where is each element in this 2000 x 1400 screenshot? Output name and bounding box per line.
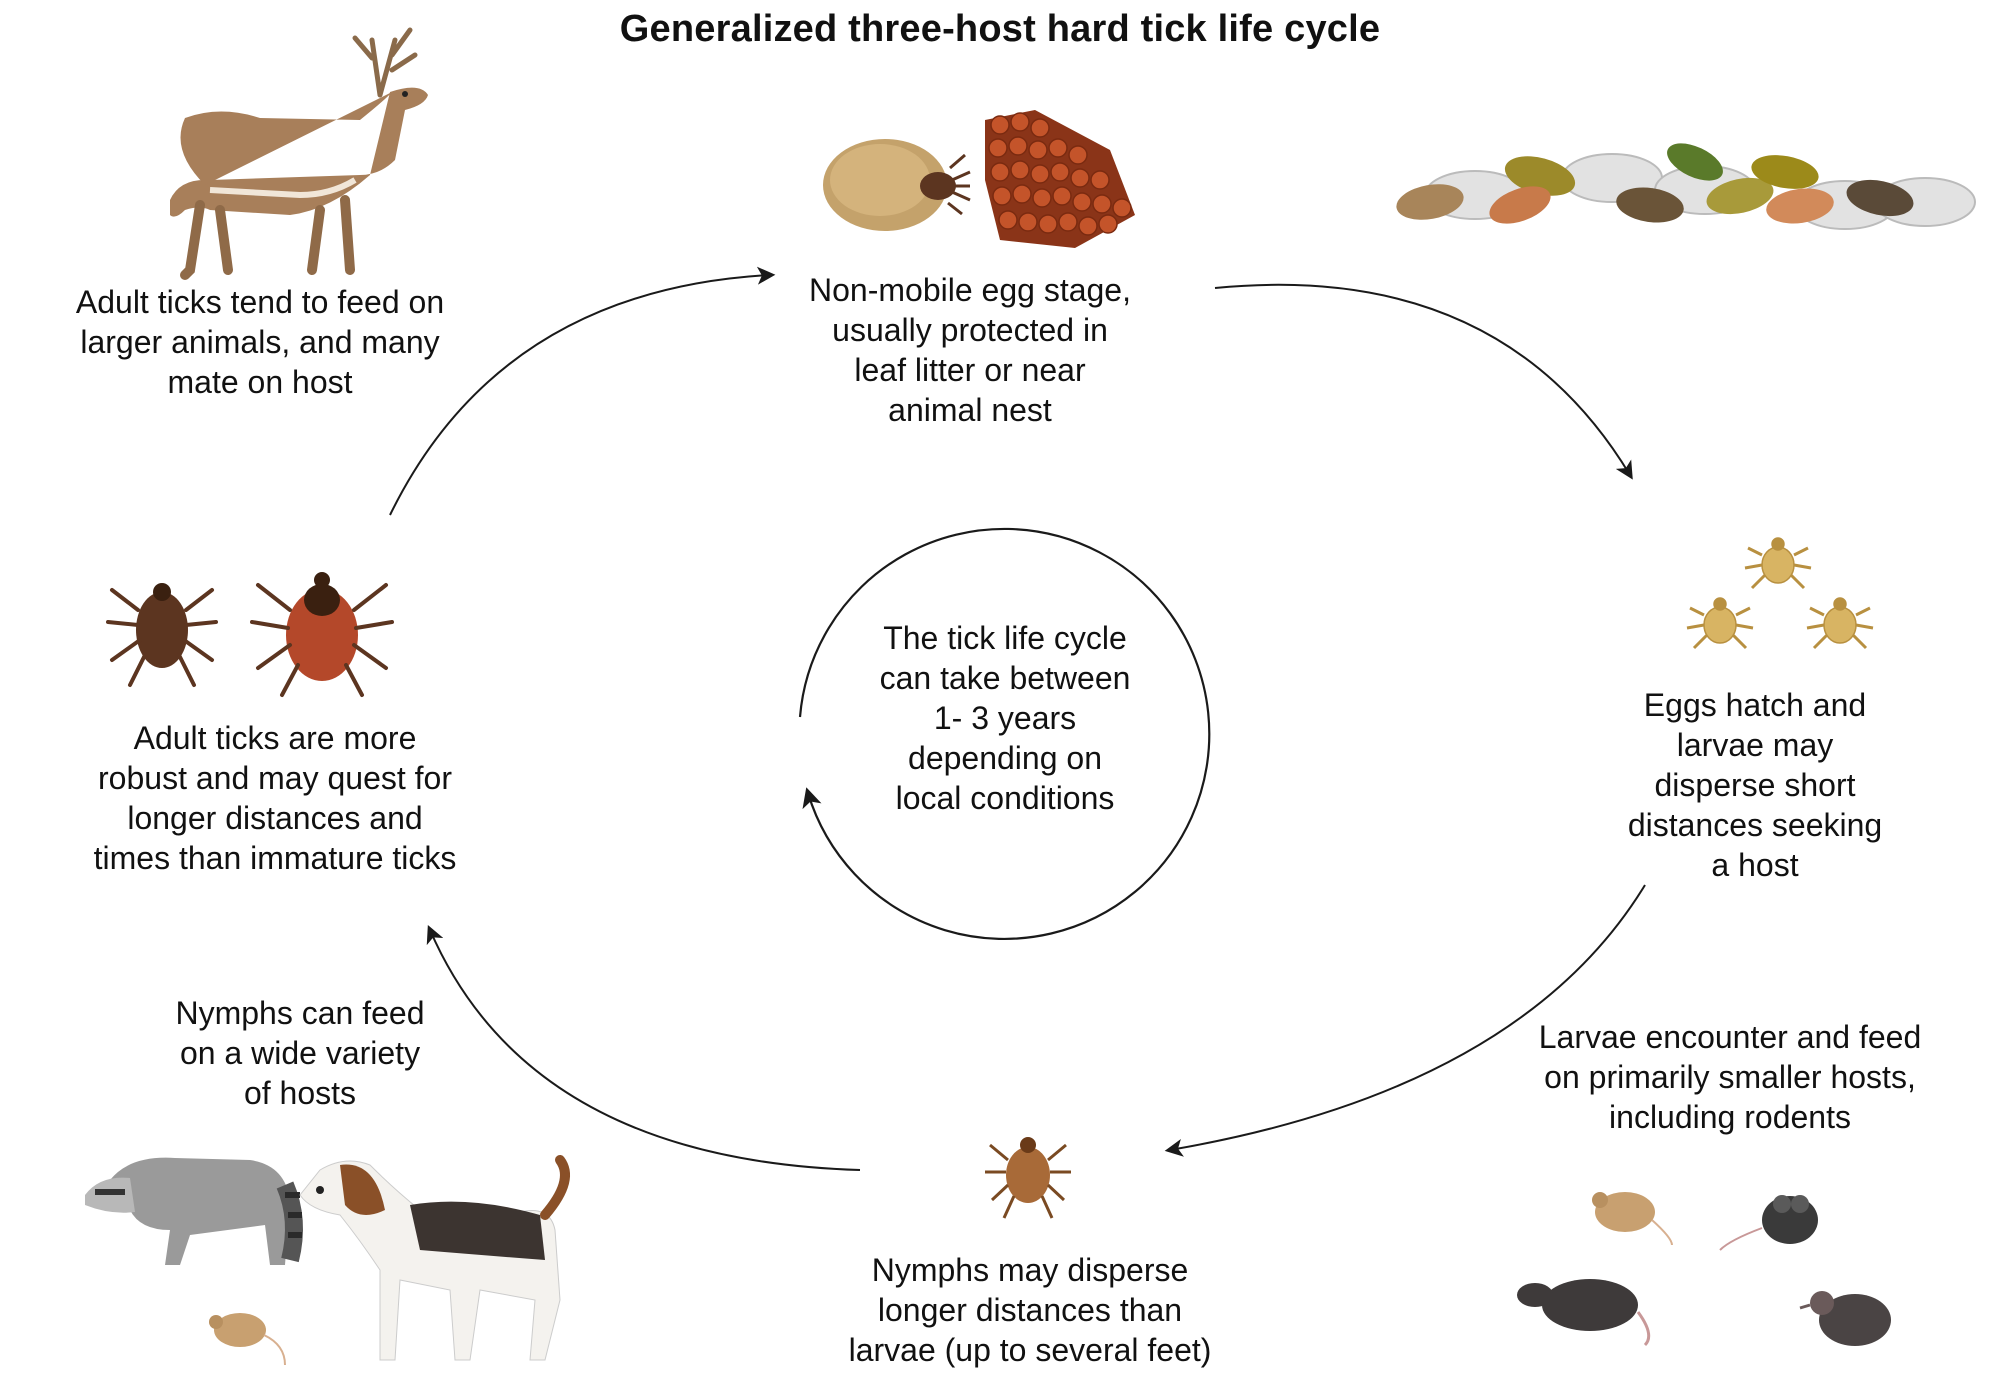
stage-adult-hosts-text: Adult ticks tend to feed on larger anima…: [55, 282, 465, 402]
adult-ticks-icon: [106, 572, 394, 697]
bird-icon: [1799, 1291, 1891, 1346]
adult-hosts-line-2: larger animals, and many: [80, 324, 440, 360]
nymph-icon: [985, 1137, 1071, 1219]
stage-nymph-hosts-text: Nymphs can feed on a wide variety of hos…: [145, 993, 455, 1113]
hatch-line-1: Eggs hatch and: [1643, 687, 1867, 723]
nymph-disperse-line-1: Nymphs may disperse: [871, 1252, 1189, 1288]
adult-hosts-line-3: mate on host: [167, 364, 353, 400]
engorged-tick-icon: [823, 139, 971, 231]
adult-quest-line-4: times than immature ticks: [93, 840, 457, 876]
adult-quest-line-3: longer distances and: [127, 800, 423, 836]
arrow-nymph-to-adult: [426, 925, 861, 1171]
center-line-4: depending on: [908, 740, 1102, 776]
nymph-hosts-line-3: of hosts: [243, 1075, 357, 1111]
adult-quest-line-2: robust and may quest for: [98, 760, 452, 796]
field-mouse-icon: [1592, 1192, 1673, 1246]
hatch-line-3: disperse short: [1654, 767, 1856, 803]
stage-hatch-text: Eggs hatch and larvae may disperse short…: [1590, 685, 1920, 885]
adult-hosts-line-1: Adult ticks tend to feed on: [75, 284, 445, 320]
center-cycle-text: The tick life cycle can take between 1- …: [845, 618, 1165, 818]
center-line-5: local conditions: [895, 780, 1115, 816]
mouse-icon: [209, 1313, 286, 1366]
stage-adult-quest-text: Adult ticks are more robust and may ques…: [65, 718, 485, 878]
center-line-2: can take between: [879, 660, 1131, 696]
hatch-line-5: a host: [1711, 847, 1799, 883]
egg-line-1: Non-mobile egg stage,: [809, 272, 1131, 308]
center-cycle-circle: [798, 527, 1211, 941]
beagle-icon: [299, 1155, 570, 1361]
adult-quest-line-1: Adult ticks are more: [133, 720, 417, 756]
leaf-litter-icon: [1396, 143, 1976, 230]
egg-line-4: animal nest: [888, 392, 1052, 428]
deer-icon: [170, 27, 428, 280]
arrow-adult-to-egg: [389, 266, 776, 516]
hatch-line-4: distances seeking: [1627, 807, 1883, 843]
egg-mass-icon: [985, 110, 1135, 248]
larvae-hosts-line-3: including rodents: [1609, 1099, 1851, 1135]
dark-mouse-icon: [1719, 1195, 1818, 1251]
larvae-hosts-line-2: on primarily smaller hosts,: [1544, 1059, 1916, 1095]
hatch-line-2: larvae may: [1676, 727, 1834, 763]
arrow-egg-to-hatch: [1214, 283, 1633, 480]
raccoon-icon: [85, 1157, 303, 1265]
stage-larvae-hosts-text: Larvae encounter and feed on primarily s…: [1510, 1017, 1950, 1137]
stage-egg-text: Non-mobile egg stage, usually protected …: [780, 270, 1160, 430]
center-line-3: 1- 3 years: [933, 700, 1077, 736]
arrow-hatch-to-nymph: [1164, 884, 1646, 1157]
stage-nymph-disperse-text: Nymphs may disperse longer distances tha…: [820, 1250, 1240, 1370]
egg-line-3: leaf litter or near: [854, 352, 1086, 388]
nymph-hosts-line-1: Nymphs can feed: [175, 995, 425, 1031]
larvae-hosts-line-1: Larvae encounter and feed: [1538, 1019, 1922, 1055]
nymph-disperse-line-3: larvae (up to several feet): [848, 1332, 1212, 1368]
diagram-title: Generalized three-host hard tick life cy…: [619, 8, 1381, 50]
egg-line-2: usually protected in: [832, 312, 1108, 348]
center-line-1: The tick life cycle: [883, 620, 1127, 656]
rat-icon: [1517, 1279, 1651, 1347]
nymph-disperse-line-2: longer distances than: [877, 1292, 1183, 1328]
larvae-icon: [1686, 537, 1874, 650]
nymph-hosts-line-2: on a wide variety: [179, 1035, 421, 1071]
